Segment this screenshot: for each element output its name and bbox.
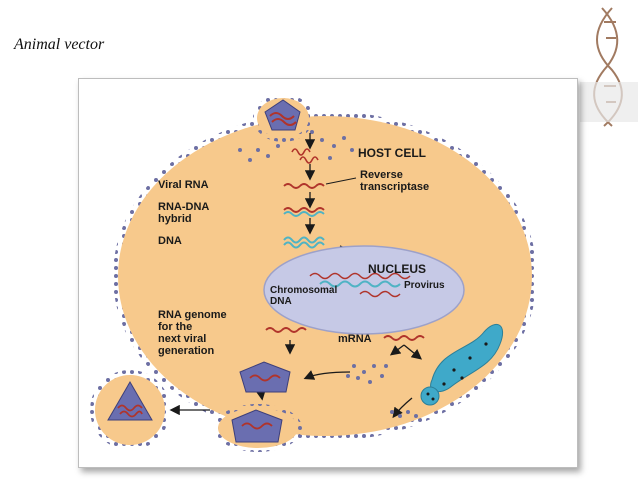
membrane-patch: [390, 410, 418, 418]
entering-virion: [253, 94, 313, 142]
mrna-strand: [383, 335, 425, 341]
transport-vesicle: [420, 386, 440, 406]
reverse-transcriptase-pointer: [325, 177, 357, 185]
dna-double-strand: [283, 236, 325, 249]
dna-label: DNA: [158, 235, 182, 247]
assembling-virion: [239, 361, 291, 393]
envelope-protein-organelle: [430, 323, 504, 393]
mrna-label: mRNA: [338, 333, 372, 345]
rna-genome-label: RNA genome for the next viral generation: [158, 309, 230, 357]
released-virion: [90, 370, 170, 450]
capsid-particles-entry: [238, 130, 354, 162]
viral-rna-label: Viral RNA: [158, 179, 209, 191]
slide-title: Animal vector: [14, 36, 105, 53]
genome-rna-strand: [265, 327, 307, 333]
header-bar-decoration: [580, 82, 638, 122]
rna-dna-hybrid-strands: [283, 207, 325, 217]
host-cell-label: HOST CELL: [358, 146, 426, 160]
chromosomal-dna-label: Chromosomal DNA: [270, 285, 340, 307]
rna-dna-hybrid-label: RNA-DNA hybrid: [158, 201, 212, 225]
capsid-proteins-new: [346, 364, 388, 384]
nucleus: [263, 245, 465, 335]
reverse-transcriptase-label: Reverse transcriptase: [360, 169, 429, 193]
viral-rna-strand: [283, 183, 325, 189]
nucleus-label: NUCLEUS: [368, 262, 426, 276]
budding-virion: [214, 404, 302, 452]
provirus-label: Provirus: [404, 280, 445, 291]
